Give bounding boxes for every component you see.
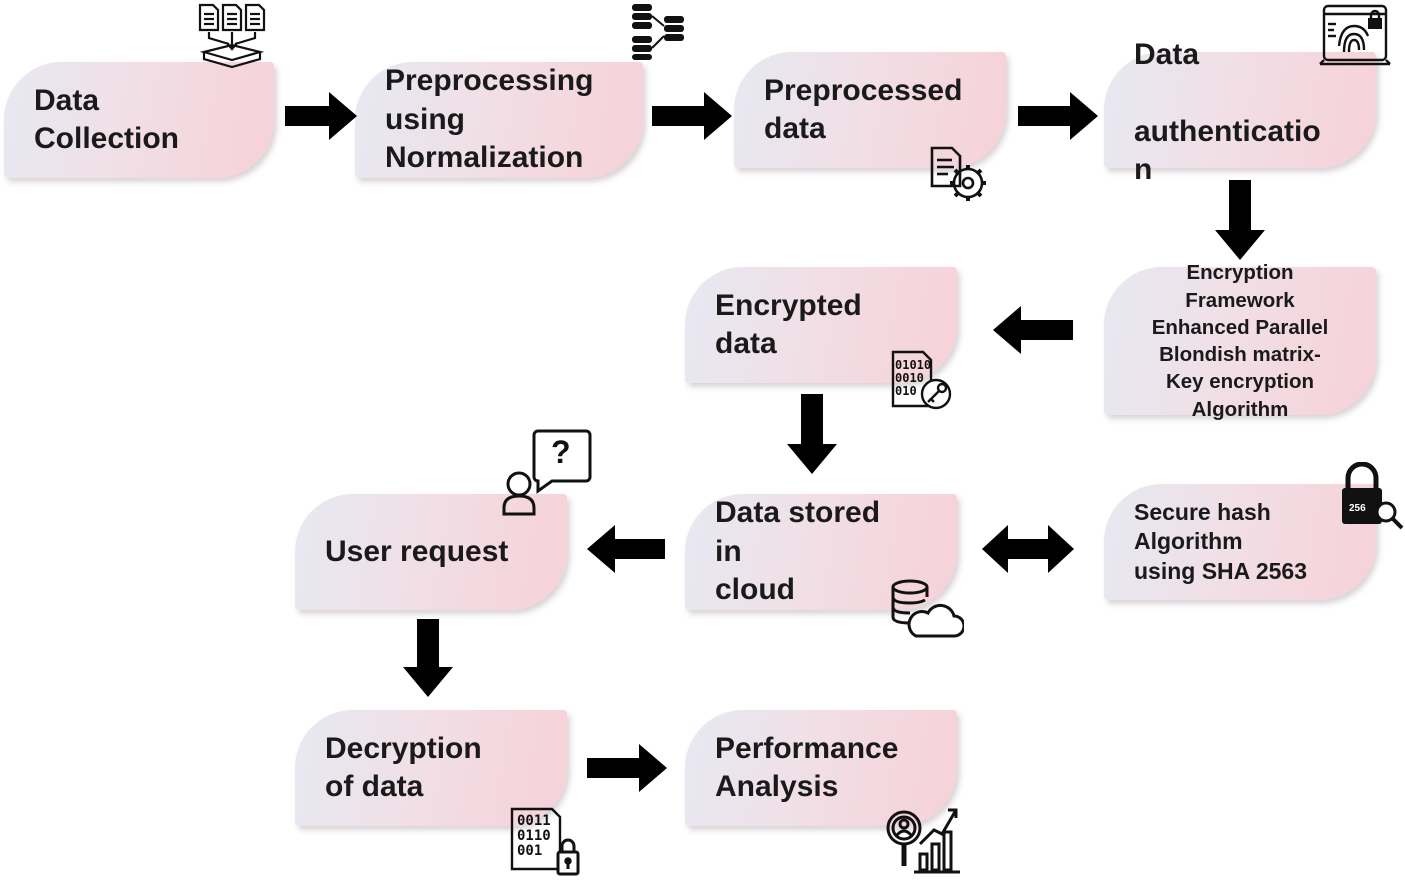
node-data-stored-cloud: Data stored in cloud [685,494,957,610]
binary-line: 01010 [895,358,932,372]
node-encrypted-data: Encrypted data [685,267,957,383]
arrow-preprocessed-to-authentication [1018,92,1098,140]
arrow-cloud-hash-bidirectional [982,525,1074,573]
user-question-icon: ? [500,428,594,518]
node-performance-label: Performance Analysis [715,731,899,803]
node-data-authentication: Data authenticatio n [1104,38,1376,186]
node-preprocessed-data-label: Preprocessed data [764,73,963,145]
node-user-request-label: User request [325,534,509,568]
binary-line: 0010 [895,371,924,385]
node-preprocessed-data: Preprocessed data [734,52,1006,168]
hash-lock-icon: 256 [1340,462,1404,530]
binary-line: 0110 [517,828,551,844]
arrow-preprocessing-to-preprocessed [652,92,732,140]
node-secure-hash: Secure hash Algorithm using SHA 2563 [1104,484,1376,600]
arrow-authentication-to-encryption [1215,180,1265,260]
document-gear-icon [930,146,986,201]
arrow-encrypted-to-cloud [787,394,837,474]
node-decryption-label: Decryption of data [325,731,482,803]
node-encrypted-data-label: Encrypted data [715,289,862,361]
node-decryption: Decryption of data [295,710,567,826]
binary-line: 010 [895,384,917,398]
database-network-icon [632,4,684,60]
document-tray-icon [198,3,266,69]
binary-lock-icon: 0011 0110 001 [508,806,582,878]
hash-256-label: 256 [1349,503,1366,514]
cloud-database-icon [891,579,964,638]
binary-key-icon: 01010 0010 010 [890,350,956,410]
arrow-cloud-to-user-request [587,525,665,573]
binary-line: 001 [517,843,543,859]
analytics-chart-icon [886,808,960,874]
node-preprocessing: Preprocessing using Normalization [355,62,643,178]
node-data-stored-cloud-label: Data stored in cloud [715,496,881,607]
arrow-user-request-to-decryption [403,619,453,697]
node-encryption-framework: Encryption Framework Enhanced Parallel B… [1104,261,1376,421]
arrow-collection-to-preprocessing [285,92,357,140]
node-performance: Performance Analysis [685,710,957,826]
node-encryption-framework-label: Encryption Framework Enhanced Parallel B… [1151,261,1329,421]
node-secure-hash-label: Secure hash Algorithm using SHA 2563 [1134,498,1307,584]
arrow-encryption-to-encrypted [993,306,1073,354]
node-data-collection-label: Data Collection [34,83,180,155]
fingerprint-lock-icon [1319,4,1391,66]
binary-line: 0011 [517,813,551,829]
node-preprocessing-label: Preprocessing using Normalization [385,64,594,175]
node-data-authentication-label: Data authenticatio n [1134,38,1321,187]
arrow-decryption-to-performance [587,744,667,792]
question-mark: ? [551,434,571,470]
node-data-collection: Data Collection [4,62,274,178]
